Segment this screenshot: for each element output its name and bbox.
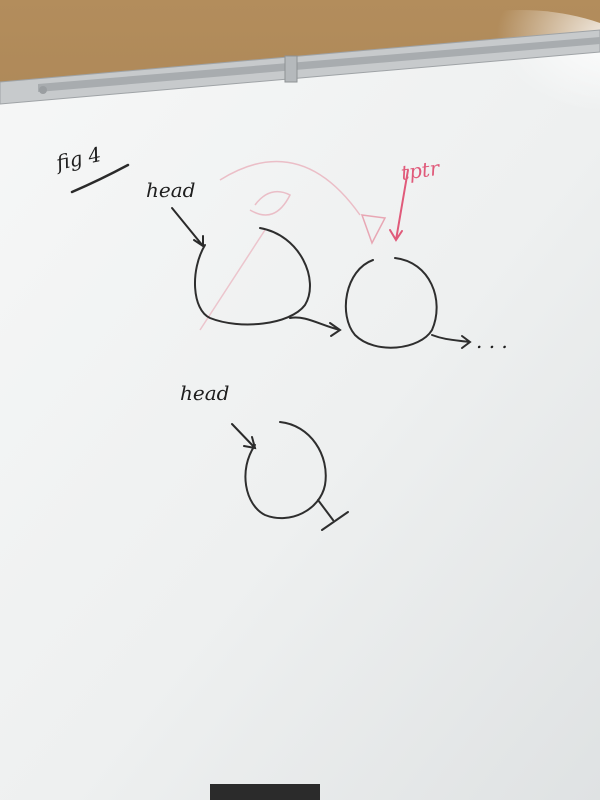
rail-groove [38,37,600,92]
fig-underline [70,163,130,194]
node-2 [344,257,438,349]
pink-back-arc [219,160,361,216]
ellipsis: . . . [476,329,508,353]
node-1-arrow [289,316,342,337]
head-arrow-top [171,207,204,248]
node-1 [194,227,311,326]
pink-strike [199,229,266,331]
node-3 [244,421,327,520]
head-label-bottom: head [180,381,229,405]
pink-triangle [360,214,387,245]
marker-tray [210,784,320,800]
tptr-arrow [389,169,409,242]
null-terminator [317,499,349,531]
whiteboard-surface [0,48,600,800]
rail-screw [39,86,47,94]
head-arrow-bottom [231,423,257,450]
node-2-arrow [431,334,472,349]
pink-loop [249,190,292,216]
head-label-top: head [146,178,195,202]
rail-clip [284,55,298,83]
